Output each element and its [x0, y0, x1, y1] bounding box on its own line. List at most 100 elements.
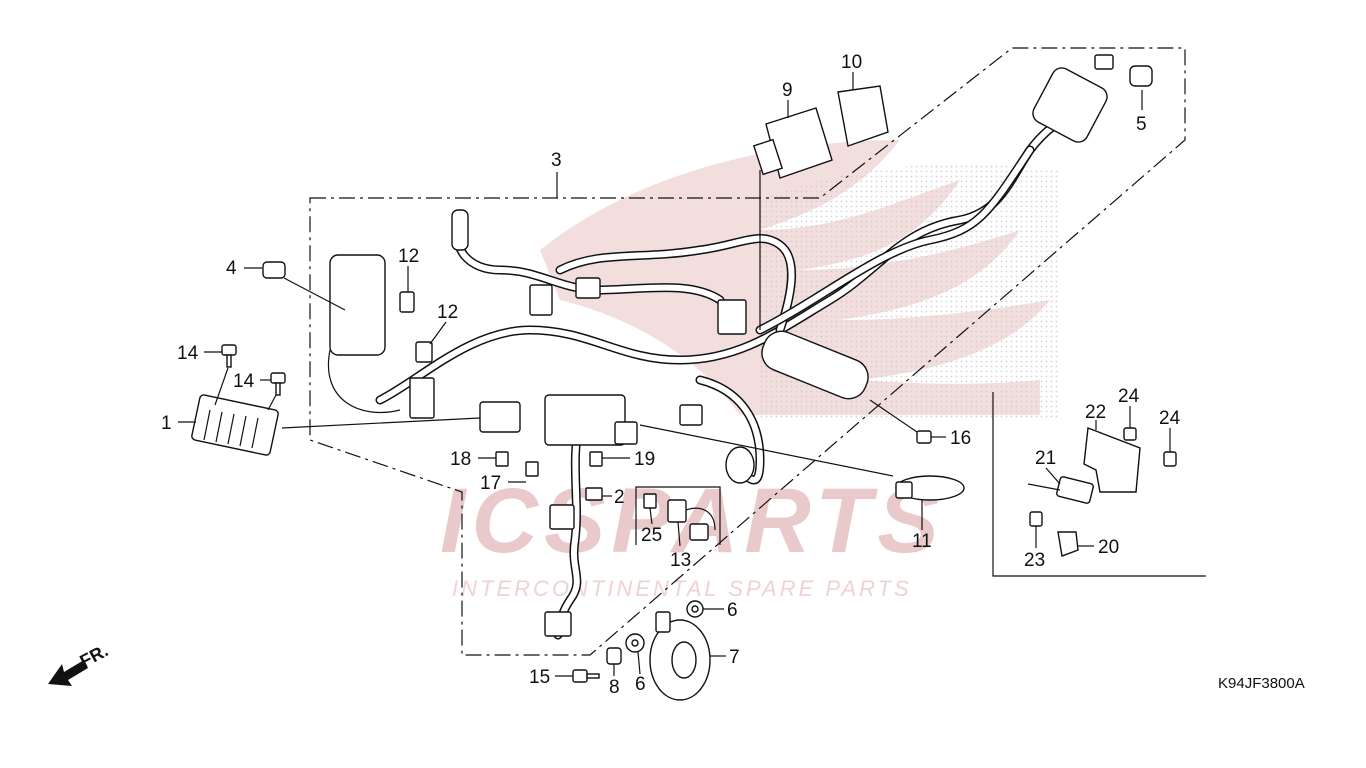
part-bolt-15: [572, 669, 600, 683]
harness-upper-branch-inner: [557, 235, 795, 333]
fuse-holder-13-plug: [689, 523, 709, 541]
harness-right-end-sleeve: [1032, 67, 1108, 143]
harness-right-end-plug: [1094, 54, 1114, 70]
fuse-holder-13-wire: [685, 507, 716, 531]
clip-12a-body: [399, 291, 415, 313]
callout-6a: 6: [727, 600, 738, 621]
callout-14a: 14: [177, 343, 199, 364]
callout-22: 22: [1085, 402, 1106, 423]
leader-6b: [637, 651, 641, 675]
horn-7-bracket: [655, 611, 671, 633]
watermark-tagline: INTERCONTINENTAL SPARE PARTS: [452, 576, 912, 601]
callout-2: 2: [614, 487, 625, 508]
part-horn-7: [649, 611, 711, 701]
leader-16-up: [869, 399, 918, 433]
part-sensor-sub-assembly: [1027, 427, 1177, 557]
sensor-21: [1056, 476, 1094, 504]
harness-cover-right: [761, 330, 869, 400]
wire-harness: [327, 54, 1114, 640]
part-band-11: [895, 475, 965, 501]
callout-14b: 14: [233, 371, 255, 392]
part-ecu-9: [752, 107, 833, 179]
leader-14b-down: [267, 394, 277, 411]
part-fuse-holder-13: [667, 499, 716, 541]
harness-coupler-mid: [614, 421, 638, 445]
part-clip-12b: [415, 341, 433, 363]
part-cap-5: [1129, 65, 1153, 87]
leader-1-to-harness: [281, 417, 481, 429]
harness-coupler-upper: [529, 284, 553, 316]
callout-17: 17: [480, 473, 501, 494]
harness-coupler-left: [479, 401, 521, 433]
leader-25: [649, 507, 653, 525]
harness-coupler-upper-right: [717, 299, 747, 335]
sensor-21-wire: [1027, 483, 1061, 491]
part-clip-12a: [399, 291, 415, 313]
fuse-19: [589, 451, 603, 467]
callout-7: 7: [729, 647, 740, 668]
callout-21: 21: [1035, 448, 1056, 469]
harness-coupler-small: [575, 277, 601, 299]
front-arrow-icon: [48, 660, 88, 686]
callout-13: 13: [670, 550, 691, 571]
clip-12b-body: [415, 341, 433, 363]
ecu-cover-10-body: [837, 85, 889, 147]
watermark: ICSPARTS INTERCONTINENTAL SPARE PARTS: [440, 140, 1060, 601]
bolt-24b: [1163, 451, 1177, 467]
clip-20: [1057, 531, 1079, 557]
harness-right-branch-inner: [697, 377, 763, 483]
part-band-4: [262, 261, 286, 279]
fuse-18: [495, 451, 509, 467]
harness-connector-end: [451, 209, 469, 251]
nut-6a-hole: [691, 605, 699, 613]
bolt-15-shank: [586, 673, 600, 679]
part-bolt-14a: [221, 344, 237, 368]
leader-lines: [178, 72, 1171, 677]
regulator-rectifier-body: [191, 394, 279, 456]
bolt-16-head: [916, 430, 932, 444]
leader-13: [677, 521, 681, 547]
callout-20: 20: [1098, 537, 1119, 558]
bolt-15-head: [572, 669, 588, 683]
harness-coupler-lower-mid: [549, 504, 575, 530]
collar-8-body: [606, 647, 622, 665]
band-11-lock: [895, 481, 913, 499]
callout-1: 1: [161, 413, 172, 434]
callout-24a: 24: [1118, 386, 1140, 407]
part-ecu-cover-10: [837, 85, 889, 147]
part-bolt-14b: [270, 372, 286, 396]
callout-12a: 12: [398, 246, 419, 267]
bolt-14b-head: [270, 372, 286, 384]
sub-assembly-frame: [992, 392, 1206, 577]
callout-18: 18: [450, 449, 471, 470]
leader-11-to-harness: [639, 424, 894, 477]
harness-left-branch-inner: [454, 217, 723, 303]
cap-5-body: [1129, 65, 1153, 87]
front-direction-indicator: FR.: [48, 640, 111, 686]
fuse-25: [643, 493, 657, 509]
part-bolt-16: [916, 430, 932, 444]
watermark-brand: ICSPARTS: [440, 470, 945, 572]
harness-far-right-branch-inner: [757, 147, 1033, 333]
washer-6b-hole: [631, 639, 639, 647]
part-washer-6b: [625, 633, 645, 653]
harness-cover-left: [329, 254, 386, 356]
bolt-14a-head: [221, 344, 237, 356]
harness-coupler-right: [679, 404, 703, 426]
callout-19: 19: [634, 449, 655, 470]
part-collar-8: [606, 647, 622, 665]
callout-8: 8: [609, 677, 620, 698]
leader-21: [1045, 467, 1061, 485]
main-harness-frame: [309, 47, 1186, 656]
bolt-14a-shank: [226, 354, 232, 368]
callout-3: 3: [551, 150, 562, 171]
part-nut-6a: [686, 600, 704, 618]
harness-grommet: [725, 446, 755, 484]
band-4-body: [262, 261, 286, 279]
regulator-rectifier-fins: [203, 409, 259, 449]
callout-23: 23: [1024, 550, 1045, 571]
callout-11: 11: [912, 531, 932, 552]
bolt-24a: [1123, 427, 1137, 441]
callout-9: 9: [782, 80, 793, 101]
harness-coupler-left-top: [409, 377, 435, 419]
